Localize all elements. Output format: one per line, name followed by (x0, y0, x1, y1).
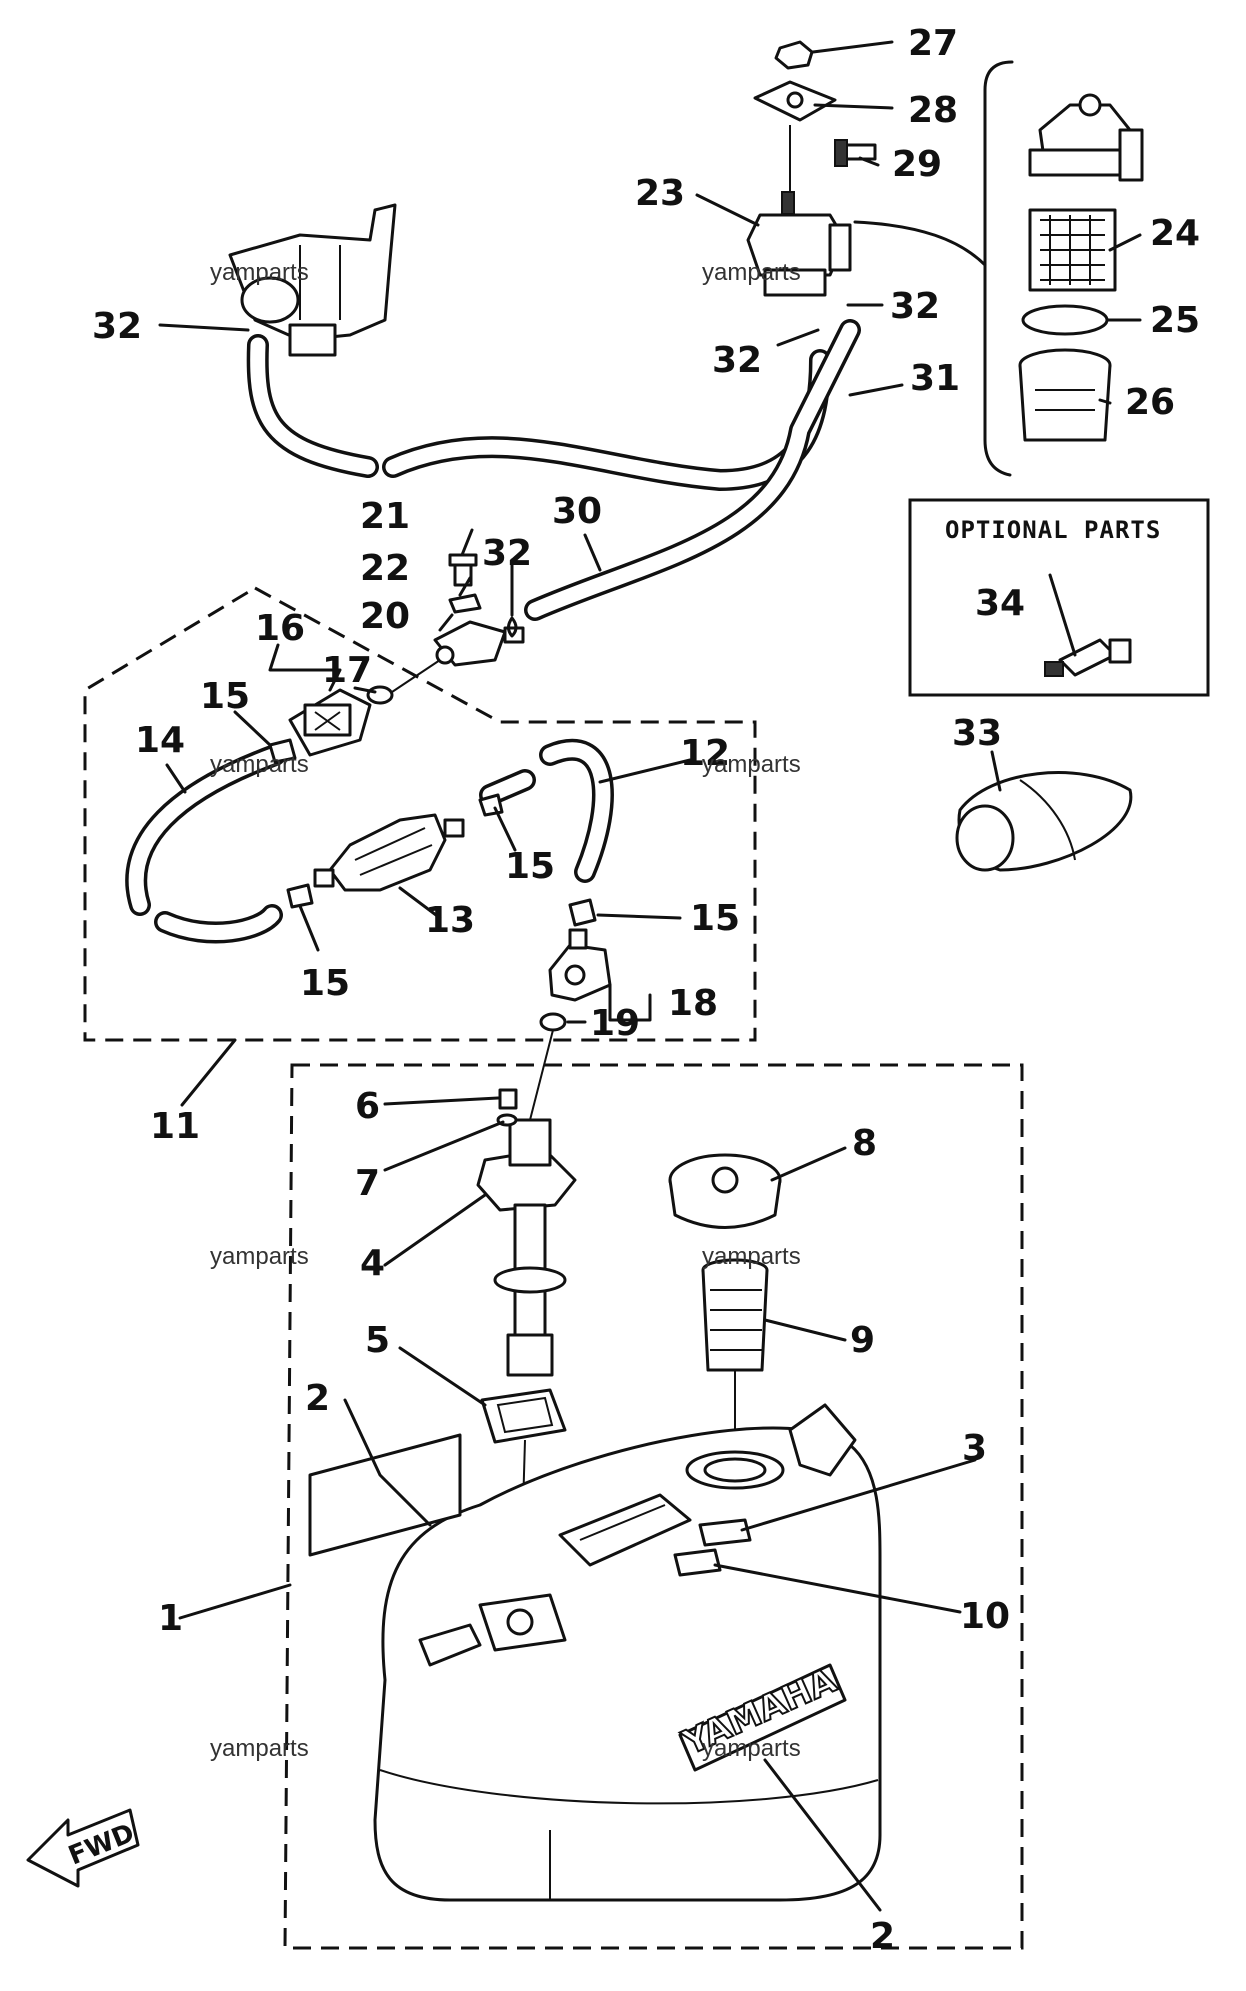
callout-7: 7 (355, 1163, 380, 1204)
optional-parts-box (908, 498, 1210, 697)
fuel-hose-30 (524, 319, 861, 621)
callout-32-filter-right: 32 (890, 286, 940, 327)
fuel-joint-4 (476, 1118, 577, 1377)
connector-18 (548, 928, 612, 1002)
optional-parts-title: OPTIONAL PARTS (945, 516, 1161, 544)
bolt-21 (448, 553, 478, 587)
callout-9: 9 (850, 1320, 875, 1361)
callout-32-filter-left: 32 (712, 340, 762, 381)
sticker-2-side (308, 1433, 462, 1557)
fuel-tank-1 (373, 1403, 882, 1902)
callout-2-plate: 2 (870, 1916, 895, 1957)
callout-14: 14 (135, 720, 185, 761)
callout-24: 24 (1150, 213, 1200, 254)
callout-30: 30 (552, 491, 602, 532)
filter-bracket-leader (853, 220, 987, 267)
callout-18: 18 (668, 983, 718, 1024)
fuel-filter-23 (746, 191, 852, 297)
watermark-text: yamparts (210, 751, 309, 778)
callout-1: 1 (158, 1598, 183, 1639)
callout-32-carburetor: 32 (92, 306, 142, 347)
filter-cup-assembly-illustration (1028, 93, 1144, 182)
callout-3: 3 (962, 1428, 987, 1469)
callout-22: 22 (360, 548, 410, 589)
callout-2-sticker: 2 (305, 1378, 330, 1419)
filter-cup-26 (1018, 348, 1112, 442)
filler-cap-8 (668, 1153, 782, 1229)
filter-parts-bracket (983, 60, 1014, 477)
callout-26: 26 (1125, 382, 1175, 423)
primer-pump-13 (313, 813, 465, 892)
fuel-hose-14 (125, 744, 286, 944)
optional-part-34 (1044, 638, 1132, 677)
filter-element-24 (1028, 208, 1117, 292)
callout-12: 12 (680, 733, 730, 774)
screw-6 (498, 1088, 518, 1110)
callout-19: 19 (590, 1003, 640, 1044)
strainer-9 (701, 1258, 769, 1372)
callout-13: 13 (425, 900, 475, 941)
callout-numbers: 27 28 29 23 24 25 26 32 32 32 31 30 21 3… (92, 23, 1200, 1957)
nut-27 (774, 40, 814, 70)
callout-34: 34 (975, 583, 1025, 624)
callout-15-middle: 15 (505, 846, 555, 887)
callout-20: 20 (360, 596, 410, 637)
hose-cover-33 (955, 771, 1133, 872)
clamp-15-b (478, 793, 504, 817)
callout-25: 25 (1150, 300, 1200, 341)
callout-31: 31 (910, 358, 960, 399)
callout-15-right: 15 (690, 898, 740, 939)
callout-16: 16 (255, 608, 305, 649)
watermark-text: yamparts (210, 259, 309, 286)
carburetor-illustration (228, 203, 397, 357)
washer-22 (448, 593, 482, 614)
watermark-text: yamparts (702, 1735, 801, 1762)
callout-17: 17 (322, 650, 372, 691)
fuel-tank-assembly-boundary (283, 1063, 1024, 1950)
callout-23: 23 (635, 173, 685, 214)
callout-15-left: 15 (200, 676, 250, 717)
watermark-text: yamparts (702, 1243, 801, 1270)
watermark-text: yamparts (702, 751, 801, 778)
clamp-15-d (568, 898, 597, 927)
gasket-5 (480, 1388, 567, 1444)
callout-6: 6 (355, 1086, 380, 1127)
connector-axis (391, 659, 441, 693)
callout-27: 27 (908, 23, 958, 64)
fuel-hose-assembly-boundary (83, 586, 757, 1042)
callout-10: 10 (960, 1596, 1010, 1637)
o-ring-25 (1021, 304, 1109, 336)
o-ring-19 (539, 1012, 567, 1032)
callout-32-joint: 32 (482, 533, 532, 574)
callout-4: 4 (360, 1243, 385, 1284)
watermark-text: yamparts (702, 259, 801, 286)
bracket-28 (753, 80, 837, 122)
callout-15-bottom: 15 (300, 963, 350, 1004)
clamp-15-a (268, 738, 297, 764)
callout-33: 33 (952, 713, 1002, 754)
callout-28: 28 (908, 90, 958, 131)
callout-11: 11 (150, 1106, 200, 1147)
leader-lines (158, 40, 1142, 1912)
clip-32-mid (507, 616, 518, 638)
forward-direction-arrow: FWD (26, 1808, 140, 1888)
connector-16 (288, 688, 372, 757)
carburetor-hose (246, 334, 379, 478)
watermark-text: yamparts (210, 1735, 309, 1762)
callout-21: 21 (360, 496, 410, 537)
fuel-hose-12 (479, 738, 614, 883)
tank-connection-axis (529, 1029, 554, 1121)
callout-29: 29 (892, 144, 942, 185)
callout-8: 8 (852, 1123, 877, 1164)
clamp-15-c (286, 883, 314, 909)
watermark-text: yamparts (210, 1243, 309, 1270)
watermarks: yamparts yamparts yamparts yamparts yamp… (210, 259, 801, 1762)
callout-5: 5 (365, 1320, 390, 1361)
